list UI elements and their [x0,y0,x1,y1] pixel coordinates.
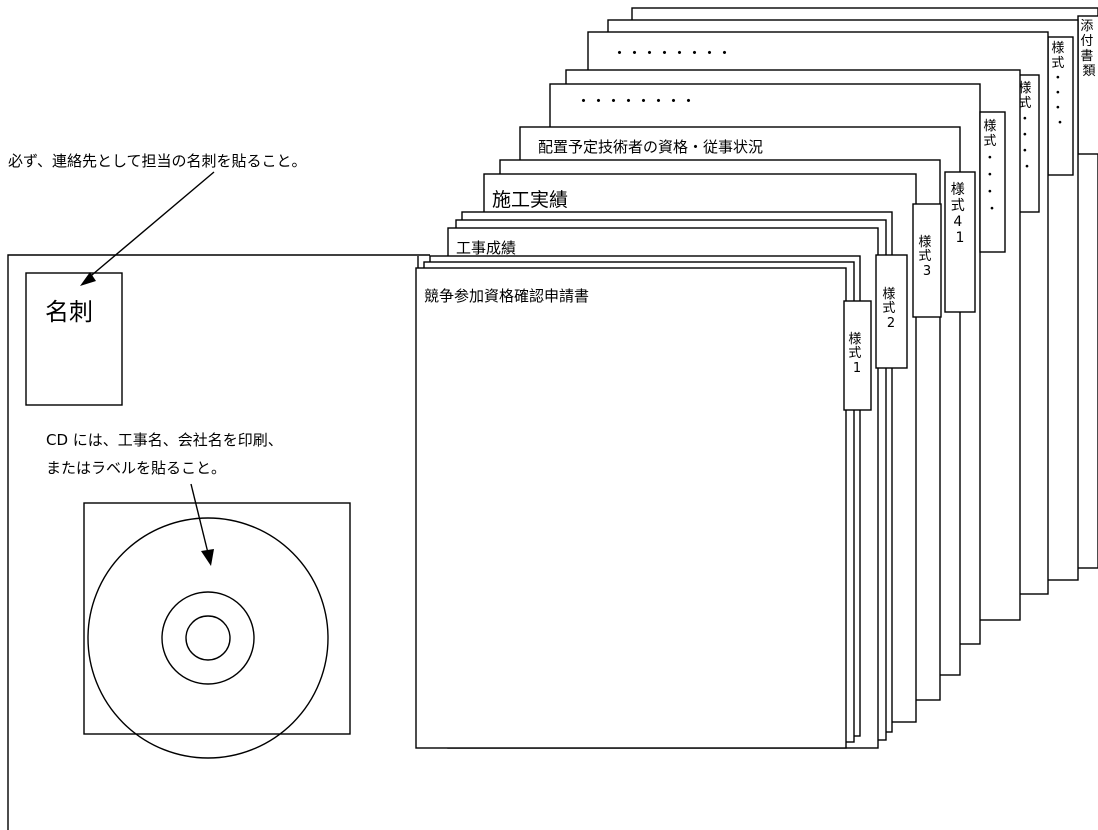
tab-label-char: 様 [1051,41,1064,56]
tab-attached-line: 類 [1082,64,1095,79]
tab-form-1 [843,300,872,411]
svg-text:添 付 書 類: 添 付 書 類 [1080,19,1097,79]
page-form-5-title: ・・・・・・・・ [576,92,696,110]
svg-text:様 式 4: 様 式 4 1 [951,182,969,246]
cover-panel [7,254,430,830]
tab-label-char: 式 [882,301,895,316]
tab-label-char: ・ [1018,144,1031,159]
tab-label-char: 様 [918,235,931,250]
tab-label-char: 式 [848,346,861,361]
page-form-6-title: ・・・・・・・・ [612,44,732,62]
note-cd-line1: CD には、工事名、会社名を印刷、 [46,431,283,449]
tab-label-char: ・ [983,168,996,183]
page-form-3-title: 施工実績 [492,189,568,211]
tab-label-char: 4 [953,214,962,230]
tab-label-char: 式 [983,134,996,149]
svg-text:様 式 2: 様 式 2 [882,287,899,331]
cd-disc [83,502,351,759]
page-form-4-title: 配置予定技術者の資格・従事状況 [538,138,763,156]
tab-label-char: 2 [887,316,895,331]
svg-text:様 式 ・ ・: 様 式 ・ ・ ・ ・ [1051,41,1068,131]
tab-label-char: 3 [923,264,931,279]
tab-form-4 [944,171,976,313]
tab-label-char: 式 [918,249,931,264]
arrow-to-cd [190,483,214,566]
tab-form-7 [1047,36,1074,176]
tab-attached-line: 書 [1080,49,1093,64]
page-form-1-title: 競争参加資格確認申請書 [424,287,589,305]
tab-label-char: 様 [951,182,965,198]
tab-label-char: ・ [983,151,996,166]
business-card-label: 名刺 [45,298,93,326]
tab-label-char: 様 [983,119,996,134]
tab-attached-line: 付 [1080,34,1093,49]
tab-label-char: ・ [1051,86,1064,101]
tab-form-2 [875,254,908,369]
note-business-card: 必ず、連絡先として担当の名刺を貼ること。 [8,152,307,170]
tab-label-char: 様 [848,332,861,347]
tab-label-char: ・ [1051,101,1064,116]
tab-label-char: ・ [1018,112,1031,127]
tab-attached-line: 添 [1080,19,1093,34]
svg-text:様 式 3: 様 式 3 [918,235,935,279]
tab-form-3 [912,203,942,318]
business-card: 名刺 [25,272,123,406]
svg-text:様 式 1: 様 式 1 [848,332,865,376]
tab-form-5 [979,111,1006,253]
tab-label-char: 式 [1018,96,1031,111]
tab-label-char: 1 [853,361,861,376]
tab-label-char: 1 [956,230,965,246]
tab-label-char: 様 [1018,81,1031,96]
tab-label-char: ・ [1018,128,1031,143]
page-form-1: 競争参加資格確認申請書 様 式 1 [415,267,872,749]
tab-label-char: 式 [951,198,965,214]
svg-text:様 式 ・ ・: 様 式 ・ ・ ・ ・ [1018,81,1035,175]
tab-label-char: ・ [985,202,998,217]
note-cd-line2: またはラベルを貼ること。 [46,459,226,477]
tab-label-char: 式 [1051,56,1064,71]
tab-label-char: ・ [1053,116,1066,131]
tab-label-char: ・ [983,185,996,200]
arrow-to-business-card [80,171,215,286]
tab-label-char: ・ [1020,160,1033,175]
tab-label-char: 様 [882,287,895,302]
svg-text:様 式 ・ ・: 様 式 ・ ・ ・ ・ [983,119,1000,217]
page-form-2-title: 工事成績 [456,239,516,257]
tab-label-char: ・ [1051,71,1064,86]
